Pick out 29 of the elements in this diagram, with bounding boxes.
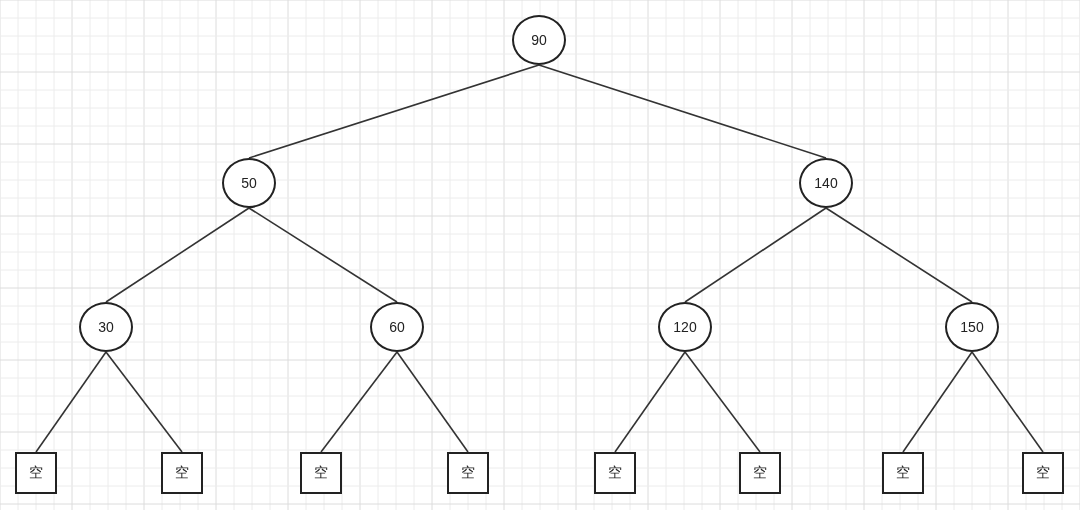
empty-leaf-box: 空 [15, 452, 57, 494]
connector-line [684, 351, 761, 453]
empty-leaf-box: 空 [594, 452, 636, 494]
empty-leaf-box: 空 [447, 452, 489, 494]
tree-node-circle: 120 [658, 302, 712, 352]
connector-line [902, 351, 973, 453]
empty-leaf-box: 空 [161, 452, 203, 494]
connector-line [105, 351, 183, 453]
connector-line [538, 64, 827, 159]
connector-line [105, 207, 250, 303]
connector-line [825, 207, 973, 303]
empty-leaf-box: 空 [739, 452, 781, 494]
tree-node-circle: 90 [512, 15, 566, 65]
connector-line [248, 64, 540, 159]
empty-leaf-box: 空 [882, 452, 924, 494]
tree-node-circle: 140 [799, 158, 853, 208]
tree-node-circle: 150 [945, 302, 999, 352]
connector-line [35, 351, 107, 453]
connector-line [396, 351, 469, 453]
connector-line [320, 351, 398, 453]
connector-line [614, 351, 686, 453]
connector-line [248, 207, 398, 303]
tree-node-circle: 30 [79, 302, 133, 352]
empty-leaf-box: 空 [300, 452, 342, 494]
connector-line [971, 351, 1044, 453]
tree-node-circle: 50 [222, 158, 276, 208]
tree-node-circle: 60 [370, 302, 424, 352]
empty-leaf-box: 空 [1022, 452, 1064, 494]
connector-line [684, 207, 827, 303]
